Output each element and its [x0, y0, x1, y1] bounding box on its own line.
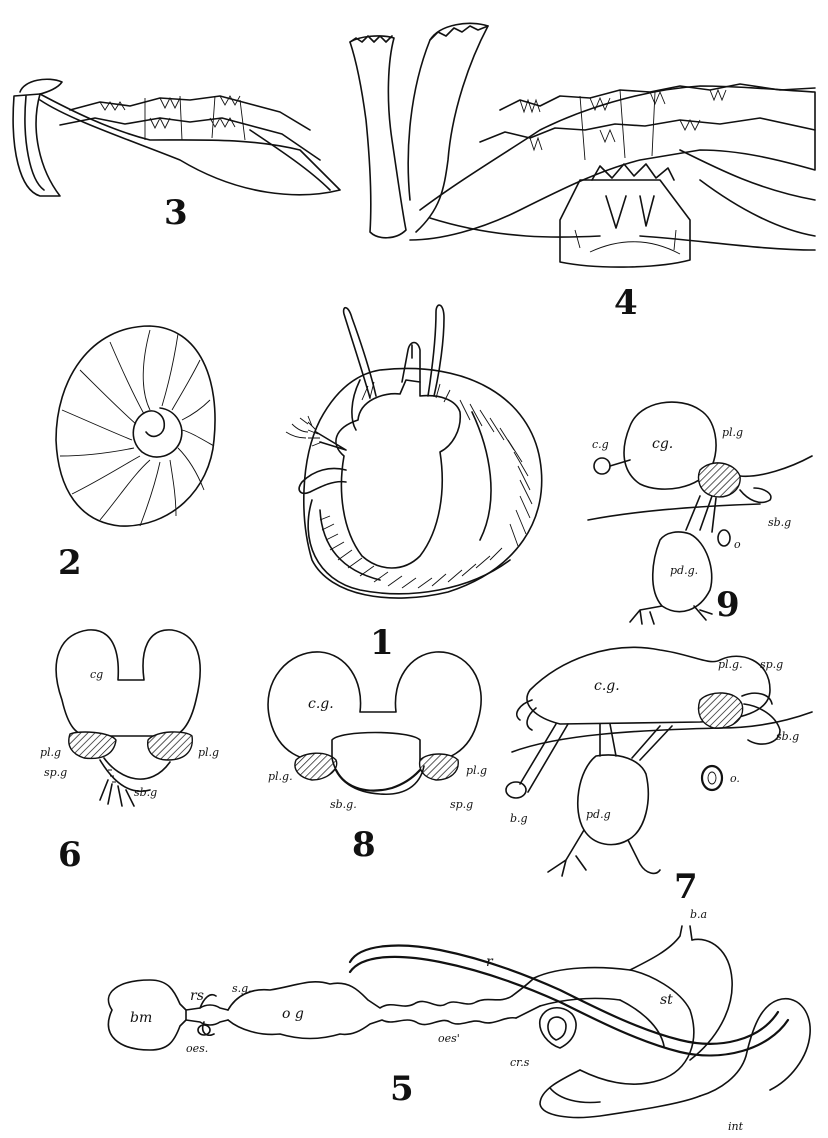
figure-2-number: 2	[58, 543, 82, 583]
fig7-label-spg: sp.g	[760, 658, 783, 671]
figure-3-radula: 3	[13, 79, 340, 233]
figure-9-nervous-system: c.g cg. pl.g sb.g pd.g. o 9	[588, 402, 812, 625]
fig9-label-cg-small: c.g	[592, 438, 609, 451]
fig9-label-sbg: sb.g	[768, 516, 791, 529]
fig7-label-pdg: pd.g	[586, 808, 611, 821]
fig9-label-cg: cg.	[652, 436, 673, 452]
figure-6-nervous-system: cg pl.g pl.g sp.g sb.g 6	[40, 630, 219, 875]
fig6-label-spg: sp.g	[44, 766, 67, 779]
figure-3-number: 3	[164, 193, 188, 233]
fig9-label-o: o	[734, 538, 741, 551]
figure-6-number: 6	[58, 835, 82, 875]
fig7-label-plg: pl.g.	[718, 658, 743, 671]
figure-1-number: 1	[370, 623, 394, 663]
fig7-label-bg: b.g	[510, 812, 528, 825]
fig5-label-ba: b.a	[690, 908, 707, 921]
fig5-label-bm: bm	[130, 1010, 152, 1026]
fig5-label-int: int	[728, 1120, 744, 1133]
figure-1-animal: 1	[286, 305, 542, 663]
fig6-label-plg-right: pl.g	[198, 746, 219, 759]
fig8-label-sbg: sb.g.	[330, 798, 357, 811]
fig5-label-r: r	[486, 954, 494, 970]
fig5-label-oes-prime: oes'	[438, 1032, 460, 1045]
figure-4-radula: 4	[350, 23, 815, 323]
figure-8-nervous-system: c.g. pl.g. pl.g sb.g. sp.g 8	[268, 652, 487, 865]
fig7-label-sbg: sb.g	[776, 730, 799, 743]
fig5-label-crs: cr.s	[510, 1056, 530, 1069]
fig5-label-st: st	[660, 992, 673, 1008]
fig5-label-sg: s.g.	[232, 982, 252, 995]
fig8-label-spg: sp.g	[450, 798, 473, 811]
fig8-label-cg: c.g.	[308, 696, 334, 712]
figure-8-number: 8	[352, 825, 376, 865]
figure-5-alimentary-canal: bm rs s.g. oes. o g oes' r b.a st cr.s i…	[108, 908, 810, 1133]
figure-5-number: 5	[390, 1069, 414, 1109]
figure-9-number: 9	[716, 585, 740, 625]
figure-7-number: 7	[674, 867, 698, 907]
figure-7-nervous-system: c.g. pl.g. sp.g b.g pd.g o. sb.g 7	[506, 647, 812, 907]
fig6-label-plg-left: pl.g	[40, 746, 61, 759]
fig9-label-plg: pl.g	[722, 426, 743, 439]
fig5-label-og: o g	[282, 1006, 304, 1022]
fig9-label-pdg: pd.g.	[670, 564, 698, 577]
fig5-label-oes: oes.	[186, 1042, 208, 1055]
fig8-label-plg-left: pl.g.	[268, 770, 293, 783]
fig6-label-sbg: sb.g	[134, 786, 157, 799]
figure-2-shell: 2	[56, 326, 215, 583]
fig7-label-cg: c.g.	[594, 678, 620, 694]
fig5-label-rs: rs	[190, 988, 204, 1004]
fig7-label-o: o.	[730, 772, 740, 785]
figure-4-number: 4	[614, 283, 638, 323]
fig8-label-plg-right: pl.g	[466, 764, 487, 777]
fig6-label-cg: cg	[90, 668, 103, 681]
